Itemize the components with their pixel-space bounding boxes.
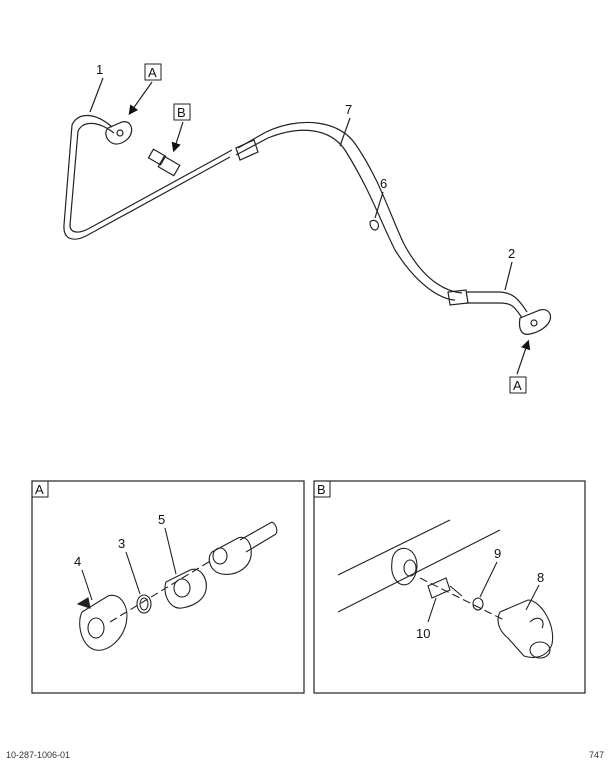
detail-a-label-box — [31, 480, 49, 498]
leader-3 — [125, 551, 141, 595]
tube-7-inner — [237, 121, 463, 294]
arrow-a-bottom — [516, 339, 531, 375]
footer-page-number: 747 — [588, 750, 604, 760]
detail-b-centerline — [419, 577, 505, 621]
o-ring-3-inner — [139, 597, 149, 611]
arrow-a-top — [128, 81, 153, 115]
detail-a-flange — [208, 536, 252, 575]
sensor-b-location — [147, 148, 181, 177]
o-ring-3 — [136, 594, 152, 614]
sleeve-left — [235, 139, 259, 161]
leader-6 — [374, 191, 384, 219]
callout-1: 1 — [96, 62, 103, 77]
callout-10: 10 — [416, 626, 430, 641]
tube-2-inner — [466, 291, 528, 313]
callout-3: 3 — [118, 536, 125, 551]
flange-2-hole — [530, 319, 538, 327]
callout-9: 9 — [494, 546, 501, 561]
view-ref-a-top: A — [148, 65, 157, 80]
fitting-6 — [369, 219, 379, 231]
detail-b-boss-bore — [403, 559, 417, 577]
detail-a-frame — [31, 480, 305, 694]
flange-1-hole — [116, 129, 124, 137]
sensor-8-body — [497, 599, 554, 659]
detail-b-tube-top — [337, 519, 451, 576]
main-view — [63, 63, 552, 394]
gasket-5 — [164, 568, 207, 609]
leader-4 — [81, 569, 93, 601]
callout-4: 4 — [74, 554, 81, 569]
arrow-b — [171, 121, 184, 153]
part-4-tab — [76, 597, 91, 609]
flange-1 — [105, 121, 133, 145]
leader-9 — [479, 561, 498, 598]
callout-5: 5 — [158, 512, 165, 527]
sensor-8-end — [529, 641, 551, 659]
callout-2: 2 — [508, 246, 515, 261]
leader-2 — [504, 261, 513, 291]
valve-core-10-stem — [449, 585, 463, 597]
callout-8: 8 — [537, 570, 544, 585]
detail-b-boss — [391, 547, 418, 586]
view-ref-b: B — [177, 105, 186, 120]
leader-1 — [89, 77, 104, 113]
view-ref-a-bottom: A — [513, 378, 522, 393]
flange-2 — [518, 309, 552, 335]
callout-6: 6 — [380, 176, 387, 191]
detail-a — [31, 480, 305, 694]
detail-b — [313, 480, 586, 694]
detail-b-frame — [313, 480, 586, 694]
view-ref-box-b — [173, 103, 191, 121]
part-4-bore — [87, 617, 105, 639]
tube-1-outline — [63, 114, 231, 240]
tube-7-outline — [235, 129, 456, 301]
detail-b-tube-bottom — [337, 529, 501, 613]
view-ref-box-a-top — [144, 63, 162, 81]
leader-10 — [427, 597, 437, 623]
tube-2-outline — [466, 302, 523, 319]
valve-core-10 — [427, 577, 451, 599]
detail-b-label-box — [313, 480, 331, 498]
leader-8 — [525, 584, 540, 611]
detail-a-tube — [239, 521, 278, 553]
detail-a-centerline — [109, 559, 213, 623]
o-ring-9 — [472, 597, 484, 611]
view-ref-box-a-bottom — [509, 376, 527, 394]
leader-5 — [164, 527, 177, 575]
footer-doc-id: 10-287-1006-01 — [6, 750, 71, 760]
leader-7 — [339, 117, 351, 147]
detail-a-flange-boss — [212, 547, 228, 565]
gasket-5-hole — [173, 578, 191, 598]
sensor-8-clip — [529, 617, 544, 629]
tube-1-inner — [69, 122, 233, 233]
detail-b-label: B — [317, 482, 326, 497]
callout-7: 7 — [345, 102, 352, 117]
detail-a-label: A — [35, 482, 44, 497]
part-4-body — [79, 594, 128, 651]
